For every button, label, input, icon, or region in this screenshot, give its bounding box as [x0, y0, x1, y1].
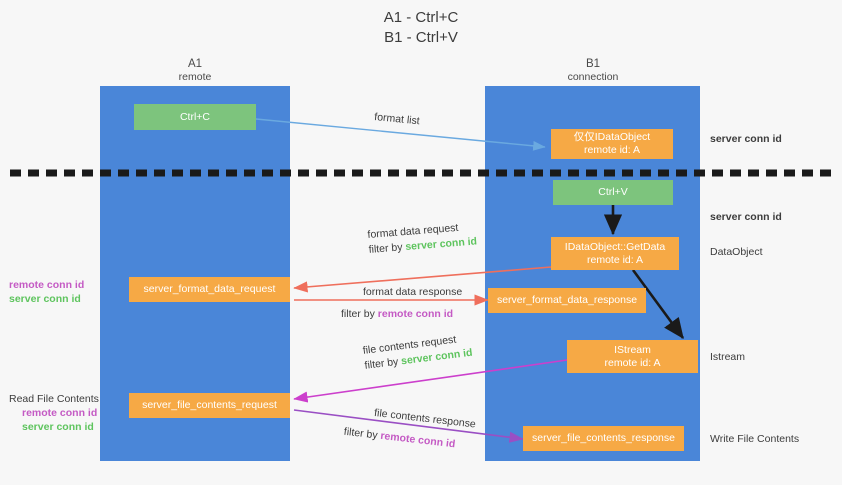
- lane-b1-name: B1: [585, 58, 601, 70]
- left-note-format-data: remote conn id server conn id: [9, 278, 84, 306]
- box-istream[interactable]: IStream remote id: A: [567, 340, 698, 373]
- right-note-dataobject: DataObject: [710, 246, 763, 258]
- flow-label-format-list-text: format list: [373, 110, 421, 128]
- left-note-format-data-server: server conn id: [9, 293, 81, 305]
- flow-label-format-data-request: format data request filter by server con…: [367, 219, 478, 257]
- box-server-format-data-request-label: server_format_data_request: [143, 283, 276, 295]
- flow-label-format-data-response-filter: filter by remote conn id: [341, 307, 462, 322]
- box-ctrl-c[interactable]: Ctrl+C: [134, 104, 256, 130]
- box-server-file-contents-request-label: server_file_contents_request: [142, 399, 277, 411]
- box-ctrl-c-label: Ctrl+C: [179, 110, 211, 123]
- box-ctrl-v-label: Ctrl+V: [598, 186, 628, 198]
- title-line-1: A1 - Ctrl+C: [383, 9, 459, 26]
- box-server-file-contents-response-label: server_file_contents_response: [531, 432, 675, 444]
- lane-header-a1: A1 remote: [95, 58, 295, 84]
- box-idataobject-format-list[interactable]: 仅仅IDataObject remote id: A: [551, 129, 673, 159]
- filter-prefix: filter by: [363, 355, 402, 372]
- lane-a1-name: A1: [187, 58, 203, 70]
- box-idataobject-getdata-line2: remote id: A: [586, 253, 644, 266]
- flow-label-file-contents-response-text: file contents response: [373, 406, 477, 431]
- lane-header-b1: B1 connection: [493, 58, 693, 84]
- right-note-server-conn-mid: server conn id: [710, 211, 782, 223]
- box-ctrl-v[interactable]: Ctrl+V: [553, 180, 673, 205]
- box-server-format-data-request[interactable]: server_format_data_request: [129, 277, 290, 302]
- lane-b1-sub: connection: [567, 71, 619, 83]
- left-note-file-contents-remote: remote conn id: [22, 407, 98, 419]
- filter-key-remote-conn-id: remote conn id: [377, 308, 454, 320]
- box-idataobject-format-list-line1: 仅仅IDataObject: [573, 131, 651, 143]
- right-note-write-file-contents: Write File Contents: [710, 433, 800, 445]
- flow-label-format-data-response-text: format data response: [363, 286, 463, 298]
- filter-key-remote-conn-id: remote conn id: [379, 429, 456, 451]
- lane-a1-sub: remote: [178, 71, 212, 83]
- box-istream-line2: remote id: A: [604, 356, 661, 369]
- flow-label-file-contents-response: file contents response filter by remote …: [343, 406, 477, 454]
- filter-prefix: filter by: [368, 241, 406, 256]
- filter-prefix: filter by: [341, 308, 378, 320]
- right-note-server-conn-top: server conn id: [710, 133, 782, 145]
- box-server-format-data-response[interactable]: server_format_data_response: [488, 288, 646, 313]
- box-server-format-data-response-label: server_format_data_response: [496, 294, 638, 306]
- flow-label-file-contents-request: file contents request filter by server c…: [362, 331, 473, 374]
- box-idataobject-format-list-line2: remote id: A: [583, 144, 641, 156]
- filter-prefix: filter by: [343, 425, 382, 442]
- flow-label-format-data-response: format data response filter by remote co…: [341, 285, 463, 322]
- box-server-file-contents-request[interactable]: server_file_contents_request: [129, 393, 290, 418]
- left-note-file-contents-server: server conn id: [22, 421, 94, 433]
- box-idataobject-getdata-line1: IDataObject::GetData: [564, 240, 666, 253]
- right-note-istream: Istream: [710, 351, 746, 363]
- left-note-format-data-remote: remote conn id: [9, 279, 85, 291]
- left-note-file-contents: Read File Contents remote conn id server…: [9, 392, 99, 434]
- box-idataobject-getdata[interactable]: IDataObject::GetData remote id: A: [551, 237, 679, 270]
- box-server-file-contents-response[interactable]: server_file_contents_response: [523, 426, 684, 451]
- diagram-title: A1 - Ctrl+C B1 - Ctrl+V: [0, 8, 842, 48]
- title-line-2: B1 - Ctrl+V: [384, 29, 458, 46]
- flow-label-format-list: format list: [374, 110, 421, 129]
- left-note-file-contents-heading: Read File Contents: [9, 393, 99, 405]
- box-istream-line1: IStream: [614, 343, 651, 356]
